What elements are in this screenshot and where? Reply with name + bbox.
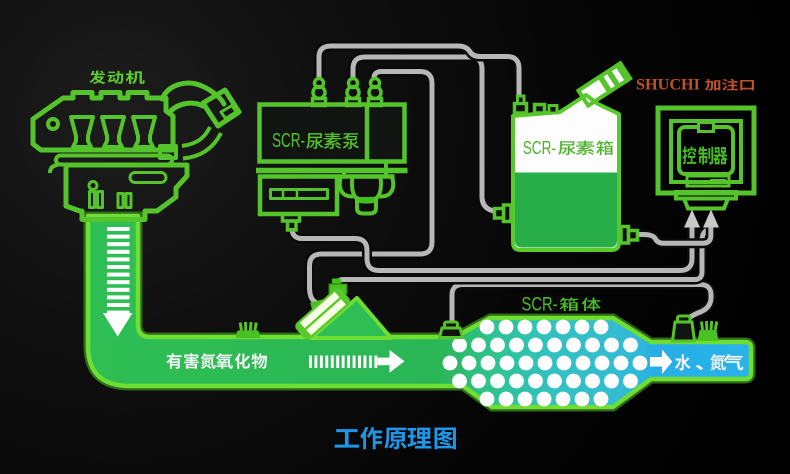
svg-text:SHUCHI: SHUCHI	[636, 74, 700, 93]
svg-text:SCR-: SCR-	[272, 130, 305, 152]
svg-text:SCR-: SCR-	[522, 295, 558, 316]
svg-text:SCR-: SCR-	[523, 138, 556, 158]
